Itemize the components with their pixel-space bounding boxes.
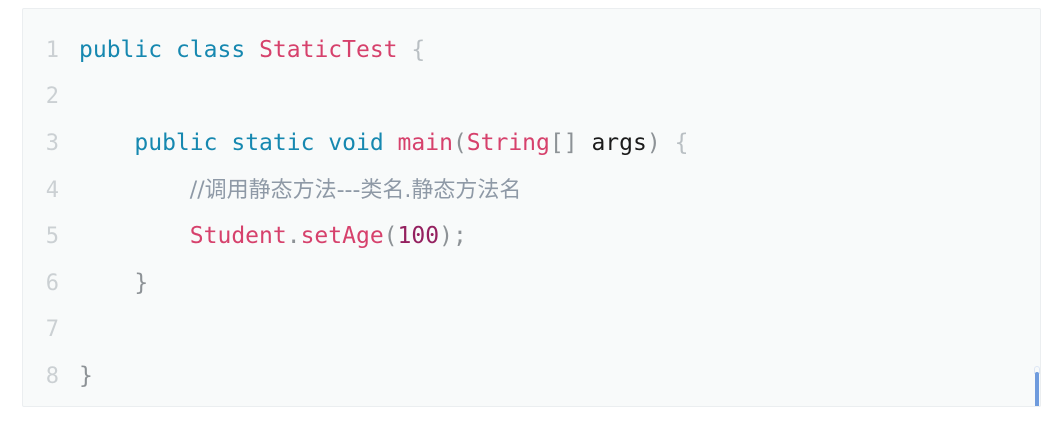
code-token-type: StaticTest xyxy=(259,37,398,63)
vertical-scrollbar-thumb[interactable] xyxy=(1035,372,1039,406)
code-token-plain xyxy=(217,130,231,156)
code-token-number: 100 xyxy=(397,223,440,250)
code-token-brace: { xyxy=(411,37,426,63)
line-content[interactable]: Student.setAge(100); xyxy=(69,213,1040,260)
code-token-ident: Student xyxy=(189,223,287,250)
line-content[interactable]: public class StaticTest { xyxy=(69,27,1040,74)
line-number: 8 xyxy=(45,364,59,390)
code-token-plain xyxy=(661,130,675,156)
code-token-punct: . xyxy=(286,223,301,250)
code-token-punct: } xyxy=(134,269,149,296)
code-token-plain xyxy=(578,130,592,156)
code-token-plain xyxy=(79,223,190,249)
code-line[interactable]: 5 Student.setAge(100); xyxy=(23,213,1040,260)
code-token-punct: [] xyxy=(549,130,578,157)
code-token-plain xyxy=(79,270,134,296)
code-line[interactable]: 6 } xyxy=(23,260,1040,307)
code-token-keyword: static xyxy=(231,130,315,157)
code-token-punct: ( xyxy=(383,223,398,250)
code-token-punct: ) xyxy=(439,223,453,250)
vertical-scrollbar[interactable] xyxy=(1034,366,1040,406)
line-number: 1 xyxy=(45,38,59,63)
code-token-punct: ) xyxy=(646,130,661,157)
code-token-plain xyxy=(79,130,134,156)
line-number: 7 xyxy=(45,316,59,342)
line-content[interactable]: } xyxy=(69,353,1040,400)
code-line[interactable]: 3 public static void main(String[] args)… xyxy=(23,120,1040,167)
line-number: 3 xyxy=(45,131,59,157)
line-content[interactable]: } xyxy=(69,260,1040,307)
code-token-func: main xyxy=(397,130,453,157)
scrollbar-track-cap xyxy=(1034,366,1040,374)
line-number: 4 xyxy=(45,177,59,203)
code-token-punct: } xyxy=(79,363,93,390)
code-token-plain xyxy=(245,37,259,63)
code-token-keyword: public xyxy=(134,130,218,157)
code-token-type: String xyxy=(466,130,550,157)
code-token-punct: ; xyxy=(452,223,467,250)
code-line[interactable]: 2 xyxy=(23,74,1040,121)
code-token-punct: ( xyxy=(452,130,467,157)
code-token-plain xyxy=(398,37,412,63)
code-token-comment: //调用静态方法---类名.静态方法名 xyxy=(189,177,522,203)
line-number: 6 xyxy=(45,270,59,296)
code-token-brace: { xyxy=(674,130,689,157)
code-token-func: setAge xyxy=(300,223,384,250)
code-line[interactable]: 4 //调用静态方法---类名.静态方法名 xyxy=(23,167,1040,214)
line-number: 2 xyxy=(45,83,59,109)
line-content[interactable]: //调用静态方法---类名.静态方法名 xyxy=(69,167,1040,215)
code-token-keyword: class xyxy=(175,37,246,63)
code-token-plain xyxy=(384,130,398,156)
code-token-plain xyxy=(162,37,176,63)
code-token-plain xyxy=(79,177,190,203)
code-line[interactable]: 7 xyxy=(23,307,1040,354)
code-token-plain xyxy=(314,130,328,156)
line-content[interactable]: public static void main(String[] args) { xyxy=(69,120,1040,167)
code-token-keyword: void xyxy=(328,130,384,157)
line-number: 5 xyxy=(45,224,59,250)
code-token-keyword: public xyxy=(79,37,163,63)
code-line[interactable]: 1 public class StaticTest { xyxy=(23,27,1040,74)
code-line[interactable]: 8} xyxy=(23,353,1040,400)
code-token-plain: args xyxy=(591,130,647,157)
